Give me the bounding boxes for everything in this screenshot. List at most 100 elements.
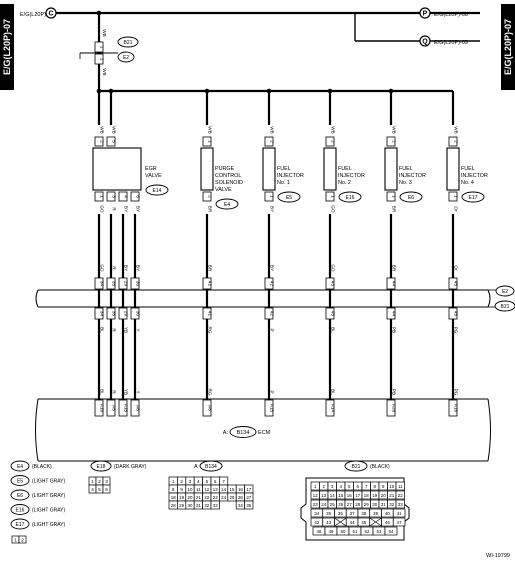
pin-inj3-bottom-0-box <box>386 191 396 202</box>
b21-pin-33: 33 <box>398 502 403 507</box>
wire-label-mid-lower-8: PG <box>454 327 459 334</box>
pin-purge-bottom-0-number: 2 <box>208 195 213 198</box>
b21-pin-52: 52 <box>365 529 370 534</box>
b134-pin-24: 24 <box>221 495 226 500</box>
b134-pin-6: 6 <box>214 479 217 484</box>
b21-pin-box <box>395 499 405 509</box>
e18-pin-1: 1 <box>91 479 94 484</box>
wire-label-mid-upper-7: BR <box>392 265 397 272</box>
component-body-egr <box>92 147 142 191</box>
b134-pin-4: 4 <box>197 479 200 484</box>
pin-mid-upper-7-number: 44 <box>392 281 397 287</box>
b134-pin-18: 18 <box>171 495 176 500</box>
pin-mid-upper-3-box <box>130 277 140 290</box>
pin-inj1-bottom-0-number: 1 <box>270 195 275 198</box>
wire-label-top-upper: WB <box>102 29 107 36</box>
pin-ecm-1-number: A5 <box>112 405 117 411</box>
pin-ecm-7-number: A26 <box>392 404 397 413</box>
ref-marker-p-letter: P <box>423 11 428 18</box>
connector-b21-top-label: B21 <box>124 40 133 46</box>
wire-label-mid-lower-0: BL <box>100 327 105 333</box>
component-body-inj4 <box>446 147 460 191</box>
wire-label-egr-bottom-0: GO <box>100 205 105 213</box>
pin-egr-top-1-box <box>106 136 116 147</box>
mid-connector-left-cap <box>35 289 39 308</box>
b134-pin-2: 2 <box>180 479 183 484</box>
wire-label-mid-upper-5: BY <box>270 265 275 271</box>
connector-b21-top-shape <box>117 36 139 48</box>
pin-ecm-8-number: A16 <box>454 404 459 413</box>
legend-connector-b134-shape <box>199 460 223 472</box>
b134-pin-box <box>210 500 220 510</box>
component-name-purge-3: VALVE <box>215 187 232 193</box>
b21-blank-cross-b <box>334 517 347 527</box>
wire-label-ecm-1: R <box>112 390 117 394</box>
pin-inj1-top-0-number: 2 <box>270 140 275 143</box>
pin-mid-upper-6-box <box>325 277 335 290</box>
legend-connector-e18-shape <box>90 460 112 472</box>
b134-pin-32: 32 <box>204 503 209 508</box>
pin-egr-top-0-box <box>94 136 104 147</box>
wire-layer <box>51 10 480 400</box>
connector-inj1-shape <box>277 191 301 203</box>
b134-pin-33: 33 <box>213 503 218 508</box>
b21-pin-8: 8 <box>374 484 377 489</box>
b134-pin-23: 23 <box>213 495 218 500</box>
component-name-purge-2: SOLENOID <box>215 180 243 186</box>
pin-mid-lower-5-box <box>264 307 274 320</box>
b21-pin-41: 41 <box>397 511 402 516</box>
ecm-name: ECM <box>258 430 271 436</box>
pin-egr-top-0-number: 2 <box>100 140 105 143</box>
b134-pin-26: 26 <box>238 495 243 500</box>
b134-pin-15: 15 <box>230 487 235 492</box>
component-name-purge-1: CONTROL <box>215 173 241 179</box>
b134-pin-34: 34 <box>238 503 243 508</box>
pin-ecm-1-box <box>106 399 116 417</box>
pin-ecm-5-box <box>264 399 274 417</box>
b21-pin-44: 44 <box>350 520 355 525</box>
pin-mid-lower-2-box <box>118 307 128 320</box>
b21-pin-6: 6 <box>357 484 360 489</box>
legend-connector-E16-label: E16 <box>16 508 25 514</box>
b21-pin-45: 45 <box>361 520 366 525</box>
e18-pin-3: 3 <box>105 479 108 484</box>
b21-pin-24: 24 <box>321 502 326 507</box>
pin-mid-upper-1-box <box>106 277 116 290</box>
wire-label-mid-lower-4: RG <box>208 327 213 334</box>
b134-pin-17: 17 <box>246 487 251 492</box>
b21-pin-36: 36 <box>338 511 343 516</box>
pin-ecm-8-box <box>448 399 458 417</box>
pin-inj3-top-0-box <box>386 136 396 147</box>
pin-mid-lower-6-box <box>325 307 335 320</box>
b21-pin-46: 46 <box>385 520 390 525</box>
wire-label-mid-lower-7: PB <box>392 327 397 333</box>
connector-inj4-label: E17 <box>469 195 478 201</box>
legend-b134-prefix: A <box>194 464 198 470</box>
legend-connector-E5-shape <box>10 475 30 486</box>
b21-pin-20: 20 <box>381 493 386 498</box>
b21-pin-box <box>395 490 405 500</box>
b134-pin-7: 7 <box>222 479 225 484</box>
component-name-inj2-1: INJECTOR <box>338 173 365 179</box>
legend-color-e18: (DARK GRAY) <box>114 464 147 470</box>
legend-small-pin-box-1 <box>18 535 27 544</box>
b21-pin-49: 49 <box>329 529 334 534</box>
wire-label-ecm-8: PG <box>454 389 459 396</box>
wire-label-inj1-top-0: WB <box>270 126 275 133</box>
b21-pin-3: 3 <box>331 484 334 489</box>
pin-purge-bottom-0-box <box>202 191 212 202</box>
e18-pin-6: 6 <box>105 487 108 492</box>
ref-marker-q-circle <box>419 35 431 47</box>
b134-pin-8: 8 <box>172 487 175 492</box>
b21-pin-48: 48 <box>317 529 322 534</box>
legend-small-pin-0: 1 <box>14 538 17 543</box>
pin-ecm-2-box <box>118 399 128 417</box>
b21-pin-box <box>392 517 406 527</box>
wire-label-ecm-2: YB <box>124 389 129 395</box>
b21-pin-40: 40 <box>385 511 390 516</box>
b134-pin-10: 10 <box>188 487 193 492</box>
b134-pin-22: 22 <box>204 495 209 500</box>
pin-inj3-bottom-0-number: 1 <box>392 195 397 198</box>
b21-pin-38: 38 <box>361 511 366 516</box>
b21-pin-16: 16 <box>347 493 352 498</box>
